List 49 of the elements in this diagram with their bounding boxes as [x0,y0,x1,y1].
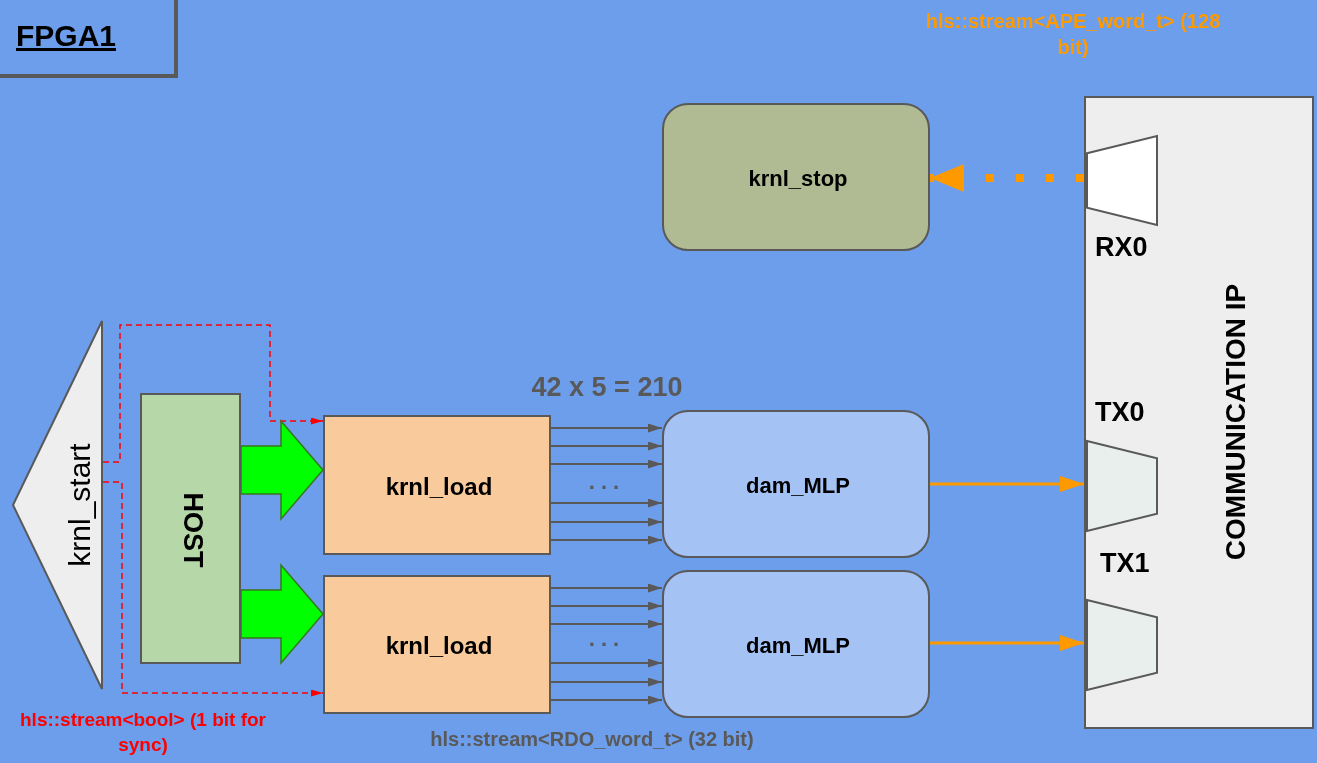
arrow [930,476,1084,492]
ellipsis-text: ... [587,468,627,496]
port-label: TX0 [1095,397,1145,428]
arrow [550,677,663,687]
node-label: COMMUNICATION IP [1220,283,1252,561]
start-triangle [12,320,103,690]
kernel-box [323,575,551,714]
title-box [0,0,178,78]
port-label: TX1 [1100,548,1150,579]
port-trapezoid [1086,599,1158,691]
port-label: RX0 [1095,232,1148,263]
arrow [550,517,663,527]
node-label: dam_MLP [746,633,850,659]
block-arrow [240,562,324,666]
stream-label: hls::stream<bool> (1 bit for sync) [19,708,267,757]
arrow [550,695,663,705]
arrow [550,535,663,545]
node-label: dam_MLP [746,473,850,499]
dashed-arrow [930,164,1084,192]
kernel-box [662,103,930,251]
port-trapezoid [1086,135,1158,226]
block-arrow [240,418,324,522]
arrow [550,498,663,508]
arrow [550,459,663,469]
node-label: krnl_load [385,632,493,660]
process-box [662,570,930,718]
node-label: FPGA1 [16,19,116,53]
arrow [550,619,663,629]
count-label: 42 x 5 = 210 [530,371,684,404]
node-label: krnl_start [63,443,97,567]
node-label: krnl_stop [748,166,848,192]
arrow [930,635,1084,651]
dashed-arrow [102,481,324,697]
host-box [140,393,241,664]
arrow [550,601,663,611]
node-label: HOST [176,492,208,568]
port-trapezoid [1086,440,1158,532]
node-label: krnl_load [385,473,493,501]
stream-label: hls::stream<APE_word_t> (128 bit) [924,9,1222,60]
process-box [662,410,930,558]
arrow [550,441,663,451]
ellipsis-text: ... [587,625,627,653]
stream-label: hls::stream<RDO_word_t> (32 bit) [429,727,755,752]
dashed-arrow [102,324,324,463]
arrow [550,658,663,668]
arrow [550,583,663,593]
communication-block [1084,96,1314,729]
arrow [550,423,663,433]
kernel-box [323,415,551,555]
